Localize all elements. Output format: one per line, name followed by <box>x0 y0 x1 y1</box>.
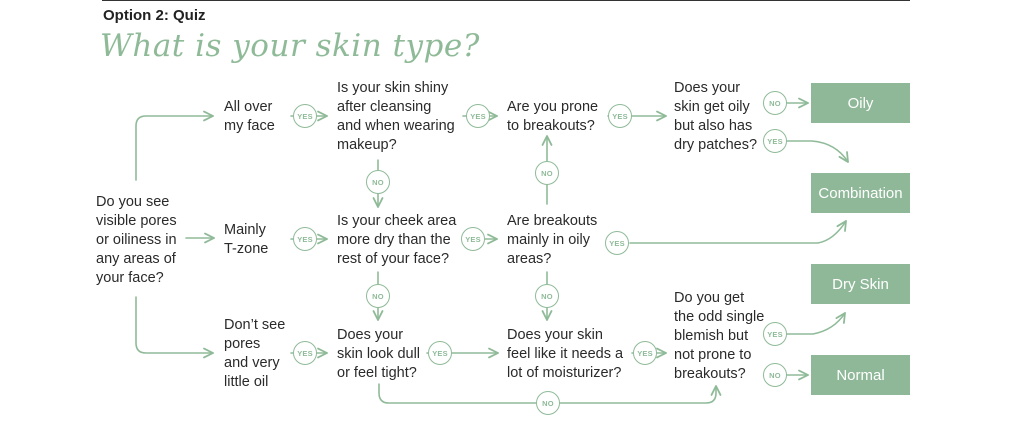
answer-mainly-tzone: Mainly T-zone <box>224 222 269 257</box>
result-combination: Combination <box>811 173 910 213</box>
question-dull-tight: Does your skin look dull or feel tight? <box>337 327 421 381</box>
result-oily: Oily <box>811 83 910 123</box>
connector-blemish-dry <box>785 312 846 335</box>
result-dry-skin: Dry Skin <box>811 264 910 304</box>
question-start: Do you see visible pores or oiliness in … <box>96 194 177 286</box>
connector-start-down <box>135 296 214 359</box>
yes-badge: YES <box>293 227 317 251</box>
yes-badge: YES <box>605 231 629 255</box>
yes-badge: YES <box>608 104 632 128</box>
page-title: What is your skin type? <box>100 28 480 64</box>
result-normal: Normal <box>811 355 910 395</box>
top-rule <box>102 0 910 1</box>
yes-badge: YES <box>428 341 452 365</box>
yes-badge: YES <box>466 104 490 128</box>
connector-oilypatches-combination <box>785 140 849 163</box>
yes-badge: YES <box>293 341 317 365</box>
question-breakouts-oily: Are breakouts mainly in oily areas? <box>507 213 598 267</box>
yes-badge: YES <box>763 129 787 153</box>
question-prone-breakouts: Are you prone to breakouts? <box>507 99 599 134</box>
no-badge: NO <box>535 161 559 185</box>
answer-no-pores: Don’t see pores and very little oil <box>224 317 286 390</box>
question-odd-blemish: Do you get the odd single blemish but no… <box>674 290 765 382</box>
question-oily-dry-patches: Does your skin get oily but also has dry… <box>674 80 758 153</box>
question-shiny: Is your skin shiny after cleansing and w… <box>337 80 455 153</box>
section-label: Option 2: Quiz <box>103 7 206 24</box>
connector-start-up <box>135 110 214 181</box>
answer-all-over: All over my face <box>224 99 275 134</box>
yes-badge: YES <box>633 341 657 365</box>
no-badge: NO <box>366 284 390 308</box>
yes-badge: YES <box>293 104 317 128</box>
question-cheek-dry: Is your cheek area more dry than the res… <box>337 213 457 267</box>
connector-breakouts-combination <box>629 220 847 244</box>
yes-badge: YES <box>461 227 485 251</box>
no-badge: NO <box>763 91 787 115</box>
no-badge: NO <box>366 170 390 194</box>
question-moisturizer: Does your skin feel like it needs a lot … <box>507 327 624 381</box>
yes-badge: YES <box>763 322 787 346</box>
no-badge: NO <box>763 363 787 387</box>
no-badge: NO <box>535 284 559 308</box>
no-badge: NO <box>536 391 560 415</box>
